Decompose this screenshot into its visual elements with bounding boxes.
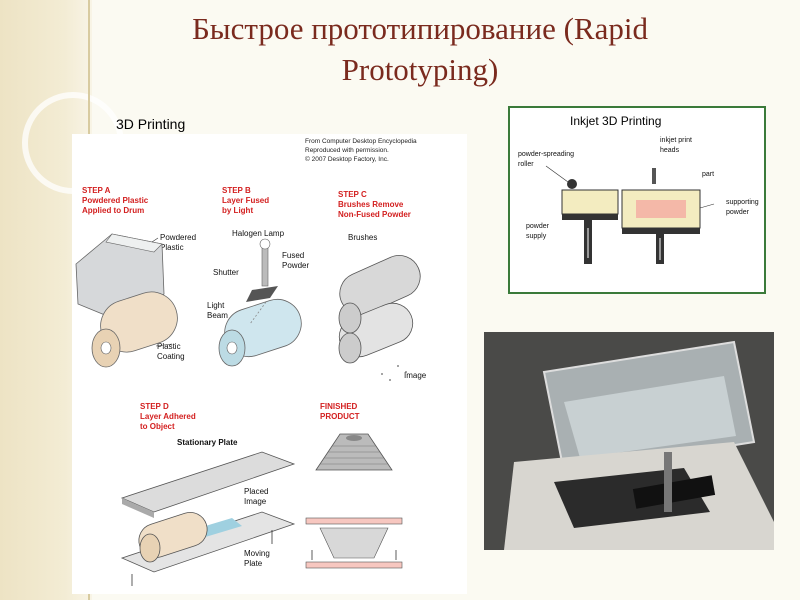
- step-c-label: STEP C Brushes Remove Non-Fused Powder: [338, 190, 411, 219]
- label-brushes: Brushes: [348, 233, 378, 242]
- step-d-plates-illustration: [120, 451, 296, 586]
- inkjet-diagram-illustration: [545, 165, 715, 264]
- inkjet-label-part: part: [702, 171, 715, 178]
- diagram-credit: From Computer Desktop Encyclopedia Repro…: [305, 138, 417, 163]
- inkjet-3d-printing-panel: Inkjet 3D Printing powder-spreading roll…: [508, 106, 766, 294]
- label-light-beam: Light Beam: [207, 301, 228, 320]
- finished-product-label: FINISHED PRODUCT: [320, 402, 360, 421]
- diagram-3d-printing-heading: 3D Printing: [116, 116, 186, 132]
- inkjet-label-supply: powder supply: [526, 223, 549, 240]
- label-halogen-lamp: Halogen Lamp: [232, 229, 285, 238]
- inkjet-label-heads: inkjet print heads: [660, 137, 692, 154]
- step-d-label: STEP D Layer Adhered to Object: [140, 402, 196, 431]
- step-a-drum-illustration: [75, 233, 178, 368]
- slide-title-line-2: Prototyping): [341, 52, 499, 87]
- label-fused-powder: Fused Powder: [282, 251, 310, 270]
- step-b-label: STEP B Layer Fused by Light: [222, 186, 270, 215]
- label-shutter: Shutter: [213, 268, 239, 277]
- step-b-drum-illustration: [218, 238, 302, 367]
- diagram-3d-printing-illustration: [75, 233, 421, 586]
- slide-title: Быстрое прототипирование (Rapid Prototyp…: [120, 8, 720, 90]
- label-image: Image: [404, 371, 427, 380]
- step-c-brushes-illustration: [338, 255, 421, 381]
- slide-title-line-1: Быстрое прототипирование (Rapid: [192, 11, 648, 46]
- label-moving-plate: Moving Plate: [244, 549, 270, 568]
- 3d-printer-photo: [484, 332, 774, 550]
- finished-product-illustration: [305, 433, 403, 569]
- step-a-label: STEP A Powdered Plastic Applied to Drum: [82, 186, 149, 215]
- label-plastic-coating: Plastic Coating: [157, 342, 185, 361]
- inkjet-label-roller: powder-spreading roller: [518, 151, 575, 168]
- inkjet-heading: Inkjet 3D Printing: [570, 114, 662, 128]
- 3d-printer-photo-illustration: [484, 332, 774, 550]
- label-powdered-plastic: Powdered Plastic: [160, 233, 197, 252]
- inkjet-label-supporting: supporting powder: [726, 199, 759, 216]
- label-stationary-plate: Stationary Plate: [177, 438, 238, 447]
- label-placed-image: Placed Image: [244, 487, 269, 506]
